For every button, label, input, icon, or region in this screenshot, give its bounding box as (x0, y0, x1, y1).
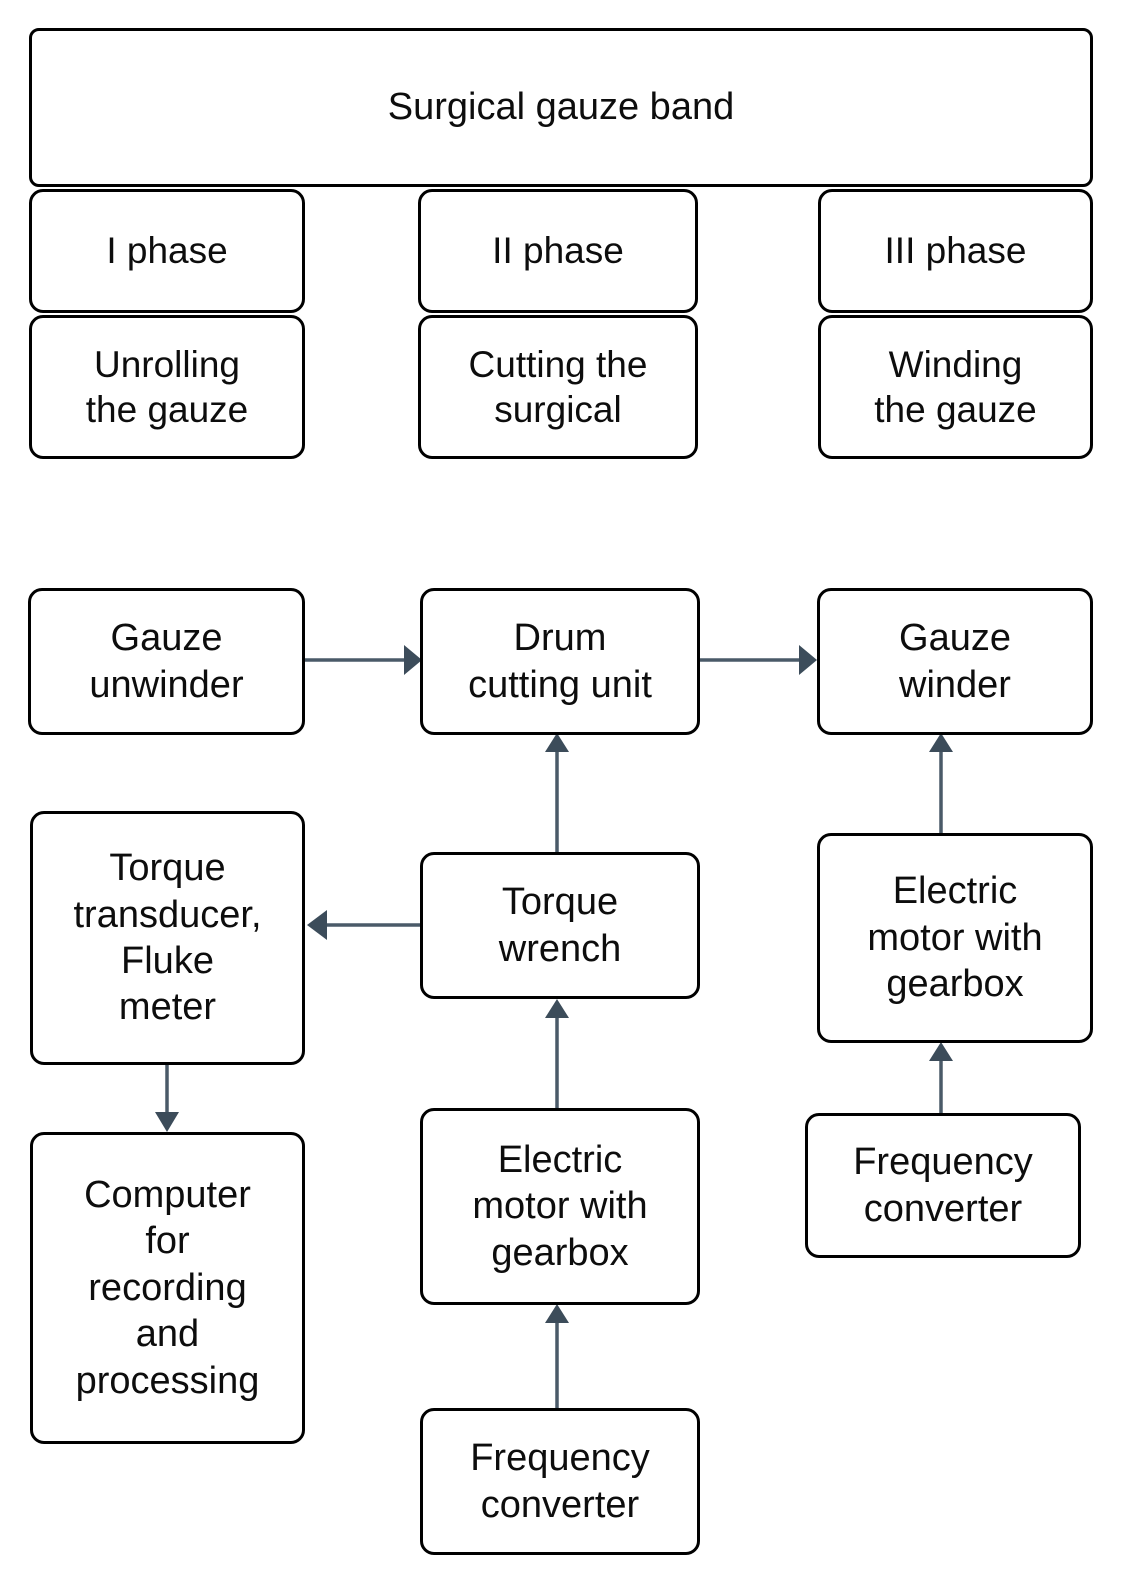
arrowhead-transducer-to-computer (155, 1112, 179, 1132)
node-torque-wrench: Torque wrench (420, 852, 700, 999)
node-frequency-converter-right: Frequency converter (805, 1113, 1081, 1258)
arrowhead-motor-mid-to-wrench (545, 999, 569, 1018)
node-gauze-winder: Gauze winder (817, 588, 1093, 735)
node-drum-cutting-unit: Drum cutting unit (420, 588, 700, 735)
node-electric-motor-with-gearbox-middle: Electric motor with gearbox (420, 1108, 700, 1305)
banner-surgical-gauze-band: Surgical gauze band (29, 28, 1093, 187)
node-electric-motor-with-gearbox-right: Electric motor with gearbox (817, 833, 1093, 1043)
phase-action-unrolling-the-gauze: Unrolling the gauze (29, 315, 305, 459)
node-torque-transducer-fluke-meter: Torque transducer, Fluke meter (30, 811, 305, 1065)
arrowhead-wrench-to-drum (545, 733, 569, 752)
node-gauze-unwinder: Gauze unwinder (28, 588, 305, 735)
phase-header-ii: II phase (418, 189, 698, 313)
phase-header-i: I phase (29, 189, 305, 313)
arrowhead-drum-to-winder (799, 645, 817, 675)
phase-action-cutting-the-surgical: Cutting the surgical (418, 315, 698, 459)
arrowhead-freq-right-to-motor-right (929, 1042, 953, 1061)
node-computer-for-recording-and-processing: Computer for recording and processing (30, 1132, 305, 1444)
arrowhead-wrench-to-transducer (307, 910, 327, 940)
arrowhead-motor-right-to-winder (929, 733, 953, 752)
phase-header-iii: III phase (818, 189, 1093, 313)
node-frequency-converter-middle: Frequency converter (420, 1408, 700, 1555)
phase-action-winding-the-gauze: Winding the gauze (818, 315, 1093, 459)
arrowhead-freq-mid-to-motor-mid (545, 1304, 569, 1323)
